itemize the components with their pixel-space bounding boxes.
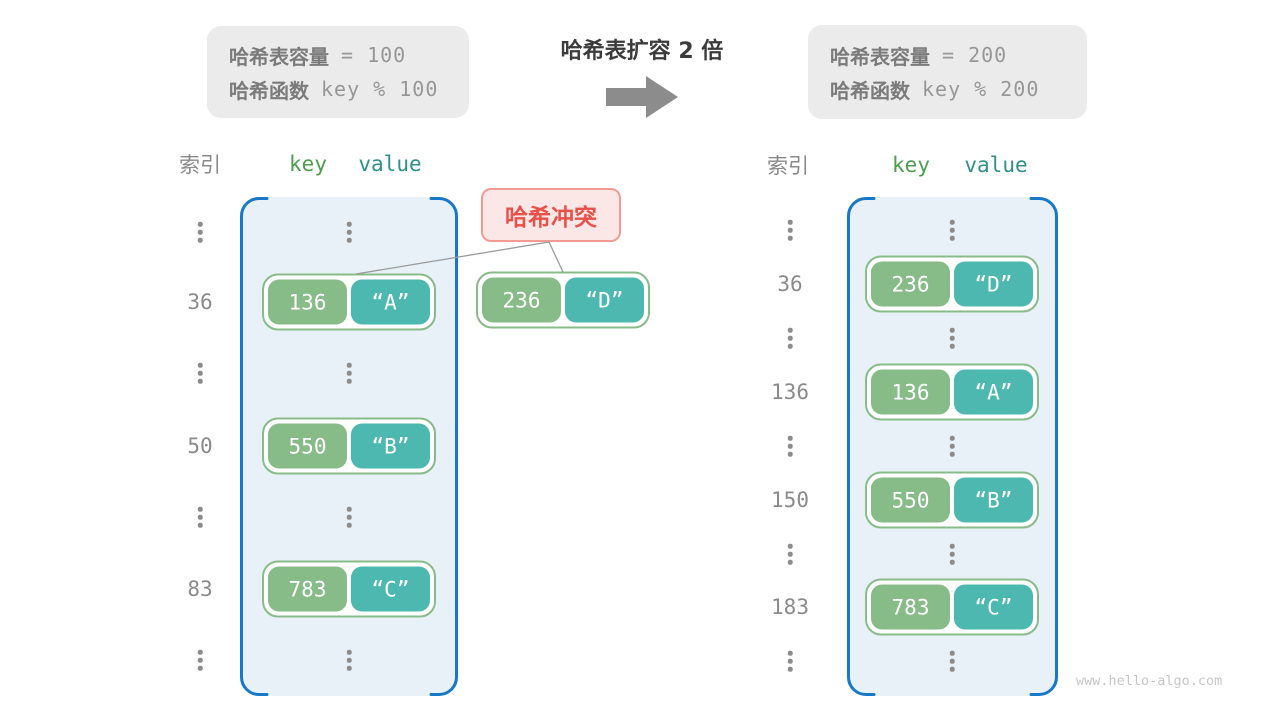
left-key-header: key (289, 152, 327, 176)
dot (787, 435, 793, 441)
ellipsis-dots (787, 650, 793, 672)
hash-function-value: key % 100 (321, 77, 439, 101)
ellipsis-dots (787, 327, 793, 349)
index-label: 136 (771, 380, 809, 404)
dot (197, 514, 203, 520)
hash-function-value: key % 200 (922, 77, 1040, 101)
ellipsis-dots (197, 649, 203, 671)
dot (787, 343, 793, 349)
dot (197, 506, 203, 512)
right-bucket-array (847, 197, 1058, 696)
dot (787, 219, 793, 225)
left-bucket-array (240, 197, 458, 696)
capacity-label: 哈希表容量 (229, 44, 329, 69)
capacity-box-before: 哈希表容量 = 100 哈希函数 key % 100 (207, 26, 469, 118)
watermark: www.hello-algo.com (1076, 673, 1223, 689)
dot (787, 227, 793, 233)
right-value-header: value (964, 153, 1028, 177)
ellipsis-dots (787, 435, 793, 457)
bracket-border-icon (847, 197, 1058, 696)
dot (787, 451, 793, 457)
dot (787, 559, 793, 565)
collision-pair: 236 “D” (476, 271, 650, 329)
index-label: 83 (187, 577, 213, 601)
dot (787, 551, 793, 557)
hash-function-label: 哈希函数 (229, 78, 309, 103)
dot (197, 362, 203, 368)
dot (197, 378, 203, 384)
dot (787, 235, 793, 241)
expand-title: 哈希表扩容 2 倍 (560, 39, 724, 64)
index-label: 150 (771, 488, 809, 512)
ellipsis-dots (197, 506, 203, 528)
dot (197, 522, 203, 528)
bracket-border-icon (240, 197, 458, 696)
right-index-header: 索引 (767, 154, 809, 178)
dot (197, 657, 203, 663)
dot (787, 658, 793, 664)
dot (787, 327, 793, 333)
pair-value: “D” (565, 277, 644, 323)
index-label: 183 (771, 595, 809, 619)
left-index-header: 索引 (179, 153, 221, 177)
right-arrow-icon (606, 76, 678, 118)
hash-collision-label: 哈希冲突 (481, 188, 621, 242)
index-label: 36 (187, 290, 213, 314)
dot (197, 665, 203, 671)
capacity-line: 哈希表容量 = 200 (830, 41, 1087, 70)
left-value-header: value (358, 152, 422, 176)
hash-function-line: 哈希函数 key % 200 (830, 75, 1087, 104)
capacity-value: = 200 (942, 43, 1008, 67)
dot (197, 237, 203, 243)
dot (787, 650, 793, 656)
dot (197, 229, 203, 235)
hash-function-label: 哈希函数 (830, 78, 910, 103)
ellipsis-dots (787, 543, 793, 565)
ellipsis-dots (197, 221, 203, 243)
dot (197, 649, 203, 655)
dot (787, 543, 793, 549)
capacity-line: 哈希表容量 = 100 (229, 41, 469, 70)
right-key-header: key (892, 153, 930, 177)
pair-key: 236 (482, 277, 561, 323)
dot (197, 370, 203, 376)
ellipsis-dots (787, 219, 793, 241)
ellipsis-dots (197, 362, 203, 384)
dot (787, 666, 793, 672)
dot (787, 443, 793, 449)
dot (197, 221, 203, 227)
dot (787, 335, 793, 341)
index-label: 50 (187, 434, 213, 458)
index-label: 36 (777, 272, 803, 296)
capacity-value: = 100 (341, 43, 407, 67)
hash-function-line: 哈希函数 key % 100 (229, 75, 469, 104)
capacity-label: 哈希表容量 (830, 44, 930, 69)
capacity-box-after: 哈希表容量 = 200 哈希函数 key % 200 (808, 25, 1087, 119)
